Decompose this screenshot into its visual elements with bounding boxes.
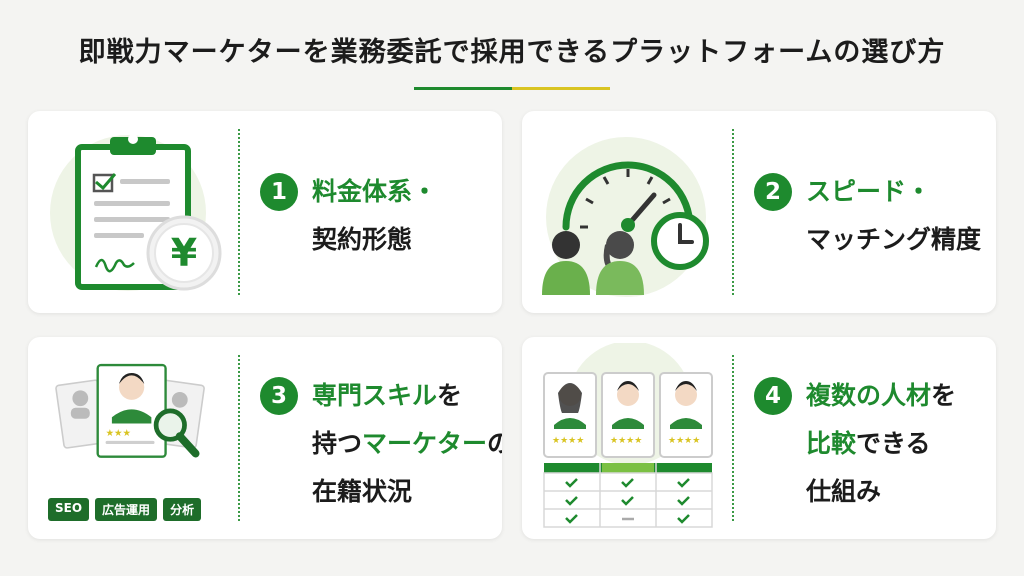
card-title-line3: 在籍状況 [312, 477, 413, 506]
card-divider [238, 129, 240, 295]
card-divider [238, 355, 240, 521]
card-number-badge: 4 [754, 377, 792, 415]
card-divider [732, 355, 734, 521]
comparison-table-icon: ★★★★ ★★★★ ★★★★ [543, 343, 713, 528]
card-title-line1: 専門スキルを [312, 381, 463, 410]
card-title-line2: マッチング精度 [806, 225, 982, 254]
card-title-line2: 比較できる [806, 429, 931, 458]
title-underline [414, 87, 610, 90]
tag-analytics: 分析 [163, 498, 202, 521]
tag-ads: 広告運用 [95, 498, 158, 521]
card-number-badge: 3 [260, 377, 298, 415]
card-title-line1: 料金体系・ [312, 177, 438, 206]
card-title-line2: 契約形態 [312, 225, 413, 254]
profile-magnifier-icon: ★★★ [55, 363, 205, 458]
card-divider [732, 129, 734, 295]
clipboard-yen-icon: ¥ [50, 134, 222, 291]
card-compare: ★★★★ ★★★★ ★★★★ 4 複数の人材を [522, 337, 996, 539]
svg-text:★★★★: ★★★★ [610, 436, 642, 446]
svg-text:¥: ¥ [171, 231, 197, 275]
card-title-line2: 持つマーケターの [312, 429, 502, 458]
card-skills: ★★★ SEO 広告運用 分析 3 専門スキルを 持つマーケターの 在籍状況 [28, 337, 502, 539]
card-number-badge: 1 [260, 173, 298, 211]
card-title-line1: スピード・ [806, 177, 932, 206]
svg-text:★★★★: ★★★★ [552, 436, 584, 446]
svg-text:★★★: ★★★ [106, 428, 131, 439]
card-pricing: ¥ 1 料金体系・ 契約形態 [28, 111, 502, 313]
svg-text:★★★★: ★★★★ [668, 436, 700, 446]
card-speed: 2 スピード・ マッチング精度 [522, 111, 996, 313]
page-title: 即戦力マーケターを業務委託で採用できるプラットフォームの選び方 [78, 37, 946, 68]
card-title-line1: 複数の人材を [806, 381, 957, 410]
card-title-line3: 仕組み [806, 477, 882, 506]
card-number-badge: 2 [754, 173, 792, 211]
tag-seo: SEO [48, 498, 90, 521]
speedometer-clock-icon [542, 137, 709, 297]
